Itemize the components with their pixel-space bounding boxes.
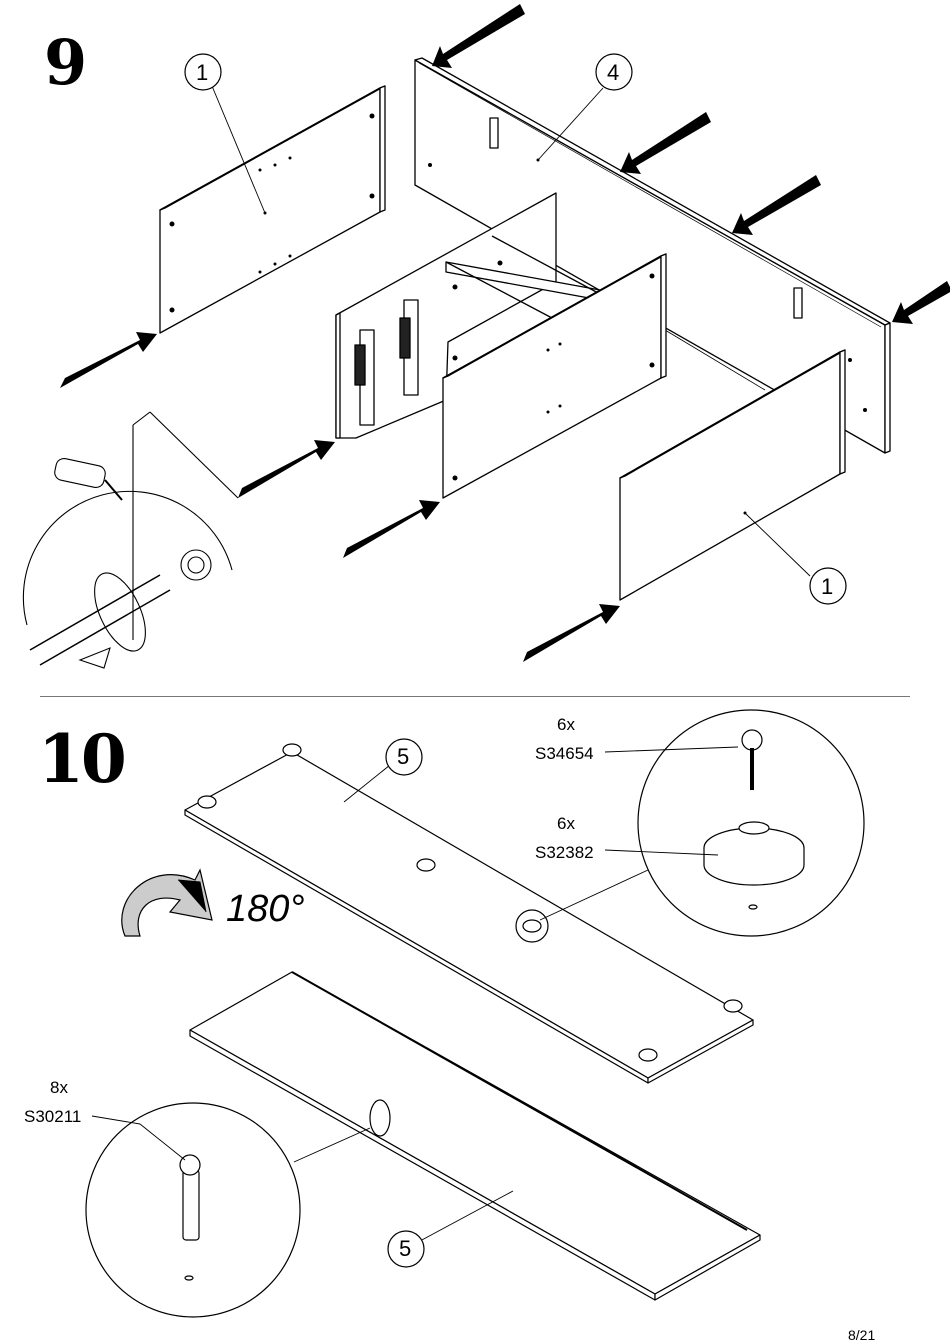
hardware-code-foot: S32382 bbox=[535, 844, 594, 861]
part-label-1-right: 1 bbox=[821, 576, 833, 598]
page-number: 8/21 bbox=[848, 1327, 875, 1343]
left-side-panel bbox=[160, 86, 385, 333]
hardware-code-dowel: S30211 bbox=[24, 1108, 81, 1125]
step-9-diagram bbox=[0, 0, 950, 700]
hardware-count-foot: 6x bbox=[557, 815, 575, 832]
hardware-count-dowel: 8x bbox=[50, 1079, 68, 1096]
part-label-5-bottom: 5 bbox=[399, 1238, 411, 1260]
part-label-1-left: 1 bbox=[196, 62, 208, 84]
screw-detail bbox=[23, 412, 238, 668]
rotation-label: 180° bbox=[226, 890, 305, 928]
step-10-diagram bbox=[0, 700, 950, 1340]
part-label-5-top: 5 bbox=[397, 746, 409, 768]
hardware-code-screw: S34654 bbox=[535, 745, 594, 762]
right-side-panel bbox=[620, 350, 845, 600]
hardware-count-screw: 6x bbox=[557, 716, 575, 733]
part-label-4: 4 bbox=[607, 62, 619, 84]
